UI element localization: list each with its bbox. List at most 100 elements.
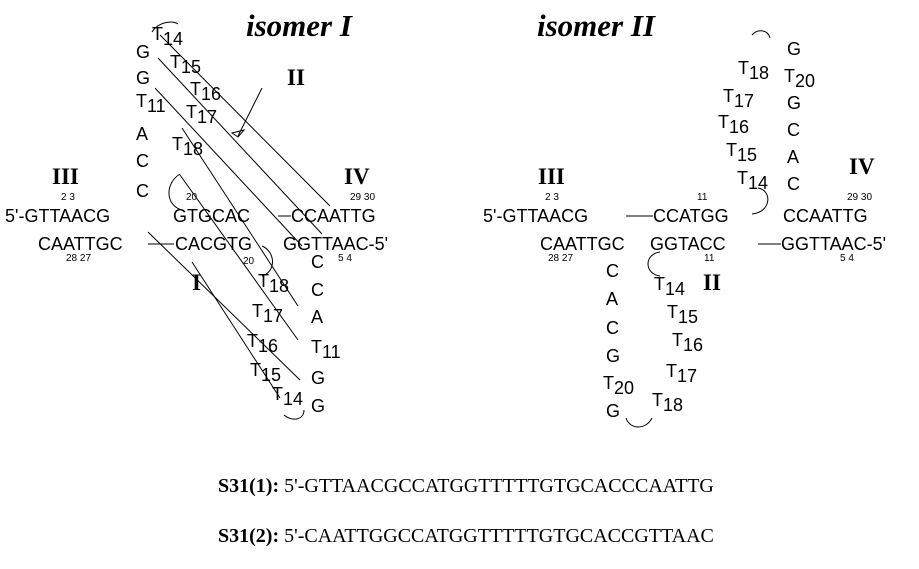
base-label: C [136,151,149,171]
isomer-1-label-II: II [287,65,305,90]
base-label: T18 [652,390,683,415]
base-label: G [311,396,325,416]
base-label: C [606,318,619,338]
isomer-1-label-III: III [52,164,79,189]
isomer-2-label-III: III [538,164,565,189]
isomer-2-strand-row1-mid: CCATGG [653,206,729,226]
isomer-2-strand-row2-right: GGTTAAC-5' [781,234,886,254]
isomer-2-label-IV: IV [849,154,875,179]
base-label: G [136,42,150,62]
base-label: T15 [667,302,698,327]
isomer-1-label-I: I [192,270,201,295]
base-label: T18 [738,58,769,83]
base-label: G [311,368,325,388]
isomer-1-num-20-upper: 20 [186,192,198,203]
isomer-1-num-5-4: 5 4 [338,253,352,264]
base-label: G [787,39,801,59]
base-label: T11 [311,337,341,362]
isomer-2-strand-row2-mid: GGTACC [650,234,726,254]
isomer-2-loop-curve-upper [751,187,769,215]
sequence-label: S31(1): [218,475,280,497]
isomer-2-strand-row2-left: CAATTGC [540,234,625,254]
sequence-text: 5'-CAATTGGCCATGGTTTTTGTGCACCGTTAAC [284,525,714,547]
isomer-1-arrowhead [230,129,246,138]
isomer-2-loop-curve-lower [647,251,661,277]
isomer-1-diagonal-line [159,34,331,207]
isomer-1-strand-row1-left: 5'-GTTAACG [5,206,110,226]
base-label: T15 [726,140,757,165]
isomer-2-loop-curve-bottom [625,417,653,428]
base-label: G [136,68,150,88]
isomer-1-num-29-30: 29 30 [350,192,375,203]
base-label: G [787,93,801,113]
base-label: C [606,261,619,281]
isomer-1-title: isomer I [246,8,353,43]
isomer-2-num-11-upper: 11 [697,192,708,203]
sequence-line-2: S31(2): 5'-CAATTGGCCATGGTTTTTGTGCACCGTTA… [218,525,714,548]
isomer-2-num-28-27: 28 27 [548,253,573,264]
base-label: A [136,124,148,144]
base-label: T16 [672,330,703,355]
isomer-1-diagonal-line [191,261,281,399]
base-label: T20 [603,373,634,398]
isomer-2-strand-row1-left: 5'-GTTAACG [483,206,588,226]
base-label: T14 [737,168,768,193]
base-label: G [606,401,620,421]
isomer-1-loop-curve-lower [261,245,273,277]
isomer-1-strand-row2-right: GGTTAAC-5' [283,234,388,254]
isomer-1-diagonal-line [147,231,301,381]
isomer-1-arrow [237,87,263,137]
isomer-1-diagonal-line [157,57,323,235]
isomer-1-num-2-3: 2 3 [61,192,75,203]
base-label: T14 [654,274,685,299]
isomer-1-diagonal-line [154,87,303,247]
isomer-2-num-5-4: 5 4 [840,253,854,264]
base-label: T16 [247,331,278,356]
base-label: T18 [258,271,289,296]
sequence-text: 5'-GTTAACGCCATGGTTTTTGTGCACCCAATTG [284,475,714,497]
base-label: T18 [172,134,203,159]
isomer-1-label-IV: IV [344,164,370,189]
isomer-2-num-29-30: 29 30 [847,192,872,203]
base-label: C [311,280,324,300]
base-label: A [311,307,323,327]
base-label: T17 [252,301,283,326]
isomer-1-strand-row1-mid: GTGCAC [173,206,250,226]
isomer-1-loop-curve-top [151,21,179,33]
isomer-1-strand-row1-right: CCAATTG [291,206,376,226]
isomer-2-loop-curve-top [751,30,771,39]
isomer-1-loop-curve-bottom [283,409,305,420]
isomer-2-num-11-lower: 11 [704,253,715,264]
isomer-2-strand-row1-right: CCAATTG [783,206,868,226]
base-label: C [787,174,800,194]
sequence-label: S31(2): [218,525,280,547]
sequence-line-1: S31(1): 5'-GTTAACGCCATGGTTTTTGTGCACCCAAT… [218,475,714,498]
isomer-1-strand-row2-mid: CACGTG [175,234,252,254]
base-label: A [606,289,618,309]
base-label: T14 [152,24,183,49]
base-label: C [136,181,149,201]
base-label: T15 [170,52,201,77]
base-label: T15 [250,360,281,385]
base-label: A [787,147,799,167]
isomer-1-loop-curve-upper [168,173,183,211]
base-label: G [606,346,620,366]
base-label: C [787,120,800,140]
base-label: T16 [718,112,749,137]
isomer-1-num-28-27: 28 27 [66,253,91,264]
base-label: T17 [666,361,697,386]
isomer-1-strand-row2-left: CAATTGC [38,234,123,254]
base-label: C [311,252,324,272]
base-label: T16 [190,79,221,104]
isomer-2-title: isomer II [537,8,656,43]
isomer-1-diagonal-line [181,127,299,307]
